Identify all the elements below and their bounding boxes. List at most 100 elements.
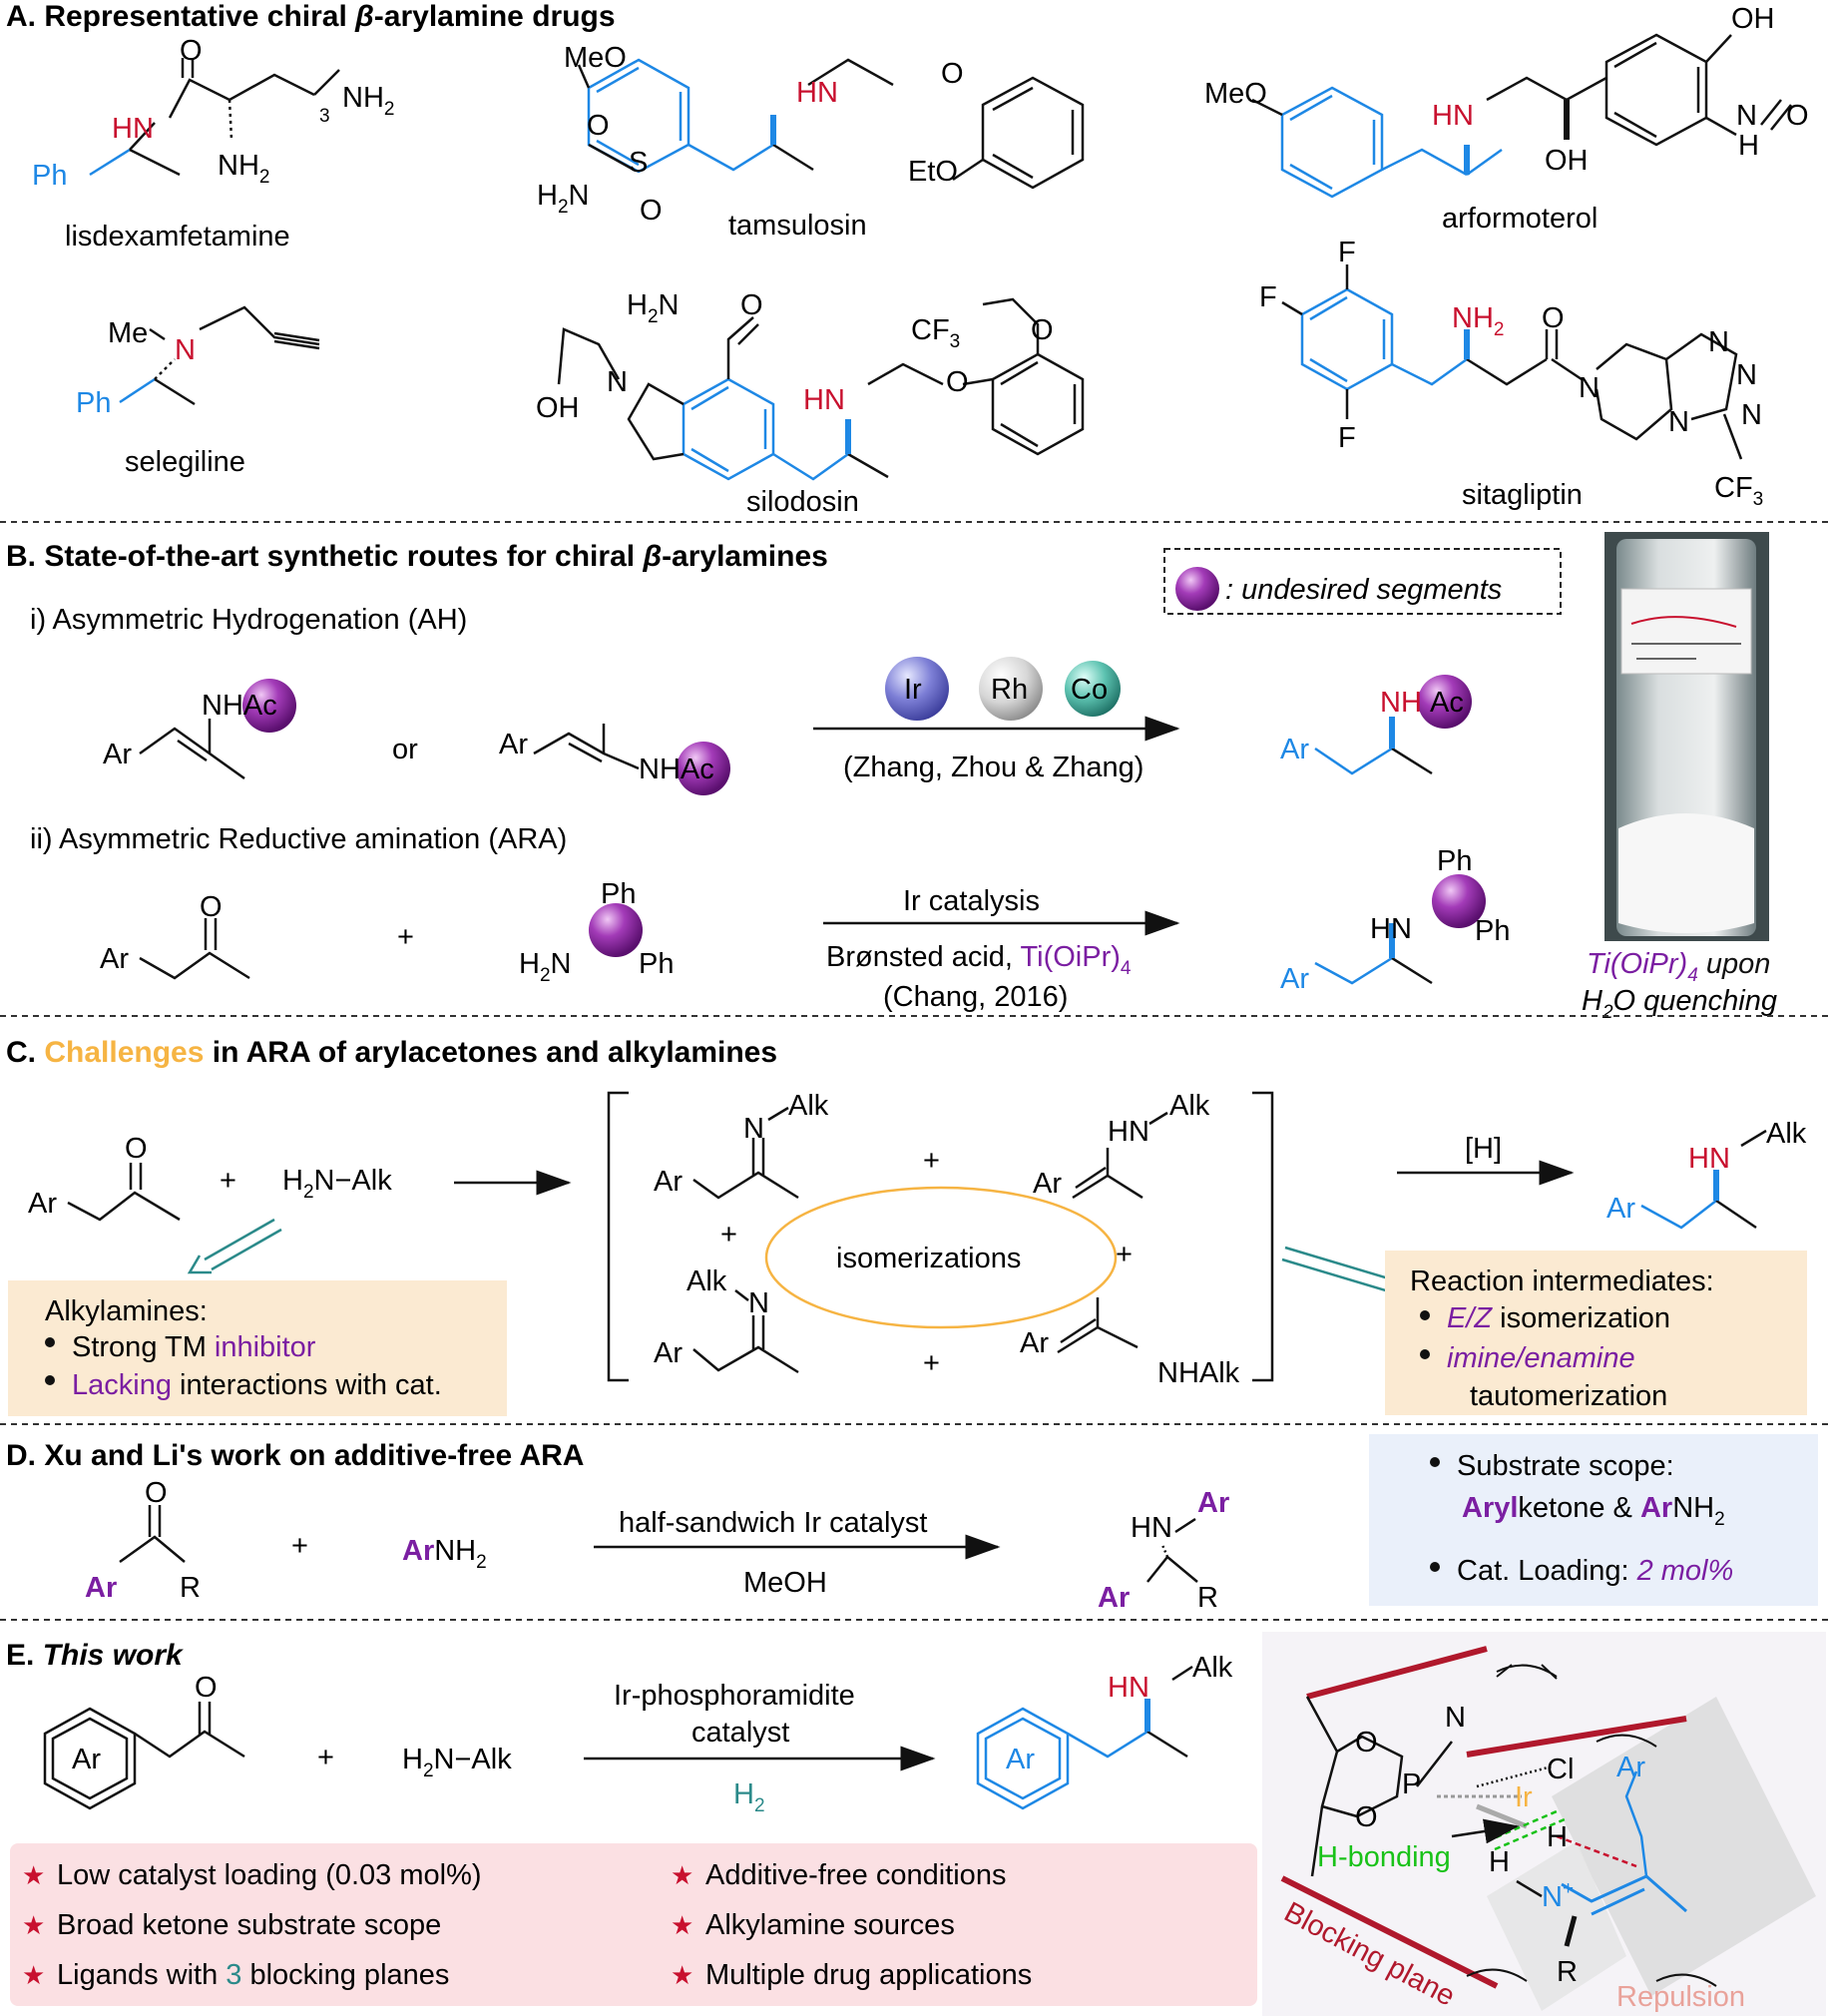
atom-ph2: Ph bbox=[639, 948, 674, 980]
quenching-photo bbox=[1604, 532, 1769, 941]
scope-box bbox=[1369, 1434, 1818, 1606]
atom-hn: HN bbox=[112, 113, 154, 145]
condition-2: Brønsted acid, Ti(OiPr)4 bbox=[826, 941, 1132, 979]
section-e-title: E. This work bbox=[6, 1639, 184, 1672]
atom-hn: HN bbox=[796, 77, 838, 109]
star-icon: ★ bbox=[22, 1860, 45, 1890]
atom-n: N bbox=[1736, 100, 1757, 132]
model-atom-n-plus: N+ bbox=[1542, 1878, 1574, 1913]
atom-hn: HN bbox=[1131, 1512, 1172, 1544]
photo-caption-2: H2O quenching bbox=[1582, 985, 1777, 1023]
atom-n: N bbox=[175, 334, 196, 366]
plus-sign: + bbox=[220, 1165, 236, 1197]
model-atom-o2: O bbox=[1355, 1801, 1378, 1833]
atom-ar: Ar bbox=[1280, 963, 1309, 995]
atom-ac: Ac bbox=[1430, 687, 1464, 719]
section-d-product bbox=[1146, 1517, 1198, 1583]
bullet-icon bbox=[45, 1375, 55, 1385]
condition-1: Ir-phosphoramidite bbox=[614, 1680, 855, 1712]
atom-nh2-b: NH2 bbox=[342, 82, 394, 120]
atom-f2: F bbox=[1259, 281, 1277, 313]
rh-label: Rh bbox=[991, 674, 1028, 706]
atom-ar: Ar bbox=[1280, 734, 1309, 765]
atom-ar: Ar bbox=[654, 1166, 683, 1198]
alkylamine: H2N−Alk bbox=[402, 1744, 512, 1781]
arylacetone bbox=[67, 1163, 181, 1222]
feature-3: Ligands with 3 blocking planes bbox=[57, 1959, 449, 1991]
undesired-segment-ball-icon bbox=[1432, 874, 1486, 928]
atom-alk: Alk bbox=[788, 1090, 829, 1122]
atom-o3: O bbox=[946, 366, 969, 398]
condition-1: half-sandwich Ir catalyst bbox=[619, 1507, 927, 1539]
plus-sign: + bbox=[291, 1530, 308, 1562]
atom-ar: Ar bbox=[1033, 1168, 1062, 1200]
atom-cf3: CF3 bbox=[1714, 472, 1763, 510]
atom-nh2: NH2 bbox=[218, 150, 269, 188]
section-d-title: D. Xu and Li's work on additive-free ARA bbox=[6, 1439, 584, 1472]
atom-n1: N bbox=[1579, 372, 1600, 404]
feature-6: Multiple drug applications bbox=[705, 1959, 1032, 1991]
section-b: B. State-of-the-art synthetic routes for… bbox=[6, 532, 1777, 1023]
atom-alk: Alk bbox=[1169, 1090, 1210, 1122]
tamsulosin-label: tamsulosin bbox=[728, 210, 867, 242]
atom-hn: HN bbox=[1688, 1143, 1730, 1175]
route-ii-label: ii) Asymmetric Reductive amination (ARA) bbox=[30, 823, 567, 855]
rhodium-ball-icon bbox=[979, 657, 1043, 721]
intermediates-box bbox=[1385, 1251, 1807, 1415]
h-bonding-label: H-bonding bbox=[1317, 1841, 1451, 1873]
bullet-icon bbox=[1420, 1310, 1430, 1320]
isomerization-ellipse bbox=[764, 1186, 1118, 1329]
imine-2 bbox=[692, 1315, 799, 1374]
atom-f3: F bbox=[1338, 422, 1356, 454]
sitagliptin-structure bbox=[1281, 264, 1743, 460]
atom-ar: Ar bbox=[654, 1337, 683, 1369]
bullet-icon bbox=[1420, 1349, 1430, 1359]
atom-ar: Ar bbox=[1020, 1327, 1049, 1359]
atom-n4: N bbox=[1668, 406, 1689, 438]
model-atom-p: P bbox=[1402, 1768, 1421, 1800]
section-a-title: A. Representative chiral β-arylamine dru… bbox=[6, 0, 616, 33]
alkylamine: H2N−Alk bbox=[282, 1165, 392, 1203]
star-icon: ★ bbox=[671, 1910, 693, 1940]
atom-ar2: Ar bbox=[1098, 1582, 1130, 1614]
star-icon: ★ bbox=[22, 1910, 45, 1940]
aryl-amine: ArNH2 bbox=[402, 1535, 487, 1573]
atom-n5: N bbox=[1736, 359, 1757, 391]
model-atom-o1: O bbox=[1355, 1727, 1378, 1759]
repulsion-label: Repulsion bbox=[1616, 1981, 1745, 2013]
atom-o: O bbox=[195, 1672, 218, 1704]
legend-text: : undesired segments bbox=[1225, 574, 1502, 606]
atom-hn: HN bbox=[1108, 1672, 1149, 1704]
enamine-2 bbox=[1057, 1297, 1139, 1354]
atom-o: O bbox=[200, 891, 223, 923]
atom-me: Me bbox=[108, 317, 148, 349]
bond bbox=[1148, 1111, 1168, 1126]
enamine-1 bbox=[1072, 1148, 1143, 1200]
bullet-icon bbox=[1430, 1562, 1440, 1572]
box2-bullet1: E/Z isomerization bbox=[1447, 1302, 1670, 1334]
plus-sign: + bbox=[1116, 1239, 1133, 1270]
atom-n2: N bbox=[1708, 326, 1729, 358]
atom-nh2: NH2 bbox=[1452, 302, 1504, 340]
hollow-arrow-icon bbox=[204, 1218, 282, 1271]
atom-ar: Ar bbox=[1197, 1487, 1229, 1519]
ah-substrate-2 bbox=[533, 724, 640, 770]
atom-ar: Ar bbox=[1606, 1193, 1635, 1225]
atom-hn: HN bbox=[1108, 1116, 1149, 1148]
selegiline-structure bbox=[119, 305, 320, 406]
atom-oh: OH bbox=[1545, 145, 1589, 177]
co-label: Co bbox=[1071, 674, 1108, 706]
atom-r: R bbox=[180, 1572, 201, 1604]
bond bbox=[734, 1289, 749, 1301]
route-i-label: i) Asymmetric Hydrogenation (AH) bbox=[30, 604, 467, 636]
scope-bullet2: Cat. Loading: 2 mol% bbox=[1457, 1555, 1733, 1587]
atom-hn: HN bbox=[803, 384, 845, 416]
section-c-title: C. Challenges in ARA of arylacetones and… bbox=[6, 1036, 777, 1069]
photo-caption-1: Ti(OiPr)4 upon bbox=[1587, 948, 1770, 986]
selectivity-model bbox=[1262, 1632, 1826, 2016]
atom-ph2: Ph bbox=[1475, 915, 1510, 947]
condition-2: MeOH bbox=[743, 1567, 827, 1599]
atom-eto: EtO bbox=[908, 156, 958, 188]
atom-ar: Ar bbox=[499, 729, 528, 760]
alkylamines-box bbox=[8, 1280, 507, 1416]
